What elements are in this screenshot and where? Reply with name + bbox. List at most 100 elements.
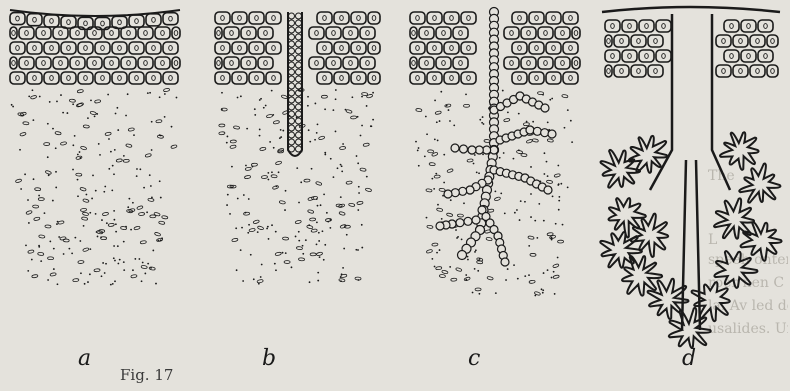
cell-nucleus xyxy=(552,46,556,51)
stroma-dot xyxy=(63,253,65,255)
cell-nucleus xyxy=(93,31,97,36)
stroma-dot xyxy=(357,162,359,164)
stroma-dot xyxy=(130,229,132,231)
cell-nucleus xyxy=(127,61,131,66)
stroma-cell xyxy=(275,161,282,165)
stroma-cell xyxy=(279,200,285,204)
stroma-dot xyxy=(316,198,318,200)
stroma-cell xyxy=(253,220,260,225)
stroma-cell xyxy=(154,212,161,216)
stroma-dot xyxy=(307,105,309,107)
cell-nucleus xyxy=(169,16,173,21)
cell-nucleus xyxy=(561,61,565,66)
cell-nucleus xyxy=(230,31,234,36)
acinar-lobe xyxy=(609,198,646,237)
stroma-dot xyxy=(308,129,310,131)
cell-nucleus xyxy=(739,69,743,74)
stroma-cell xyxy=(83,199,90,203)
stroma-cell xyxy=(349,203,355,207)
stroma-dot xyxy=(418,165,420,167)
duct-cell xyxy=(472,216,480,224)
stroma-dot xyxy=(253,278,255,280)
stroma-cell xyxy=(81,217,87,221)
cell-nucleus xyxy=(467,46,471,51)
stroma-dot xyxy=(289,115,291,117)
panel-label-a: a xyxy=(78,346,91,371)
stroma-dot xyxy=(479,258,481,260)
cell-nucleus xyxy=(433,16,437,21)
cell-nucleus xyxy=(425,61,429,66)
stroma-cell xyxy=(521,153,527,156)
stroma-cell xyxy=(562,94,568,98)
stroma-dot xyxy=(372,119,374,121)
stroma-dot xyxy=(113,210,115,212)
stroma-cell xyxy=(261,175,267,178)
epithelial-cell xyxy=(521,57,536,69)
epithelial-cell xyxy=(410,42,425,54)
stroma-dot xyxy=(113,245,115,247)
stroma-dot xyxy=(465,274,467,276)
stroma-dot xyxy=(72,103,74,105)
epithelial-cell xyxy=(121,57,136,69)
stroma-cell xyxy=(77,102,84,107)
epithelial-cell xyxy=(232,42,247,54)
stroma-dot xyxy=(149,174,151,176)
stroma-dot xyxy=(317,280,319,282)
figure-caption: Fig. 17 xyxy=(120,366,173,384)
stroma-dot xyxy=(110,151,112,153)
stroma-dot xyxy=(237,198,239,200)
stroma-dot xyxy=(125,115,127,117)
stroma-dot xyxy=(323,194,325,196)
stroma-cell xyxy=(26,210,33,215)
duct-cell xyxy=(296,27,302,33)
epithelial-cell xyxy=(36,57,51,69)
epithelial-cell xyxy=(27,14,42,26)
duct-cell xyxy=(289,13,295,19)
acinar-lobe xyxy=(692,282,730,321)
stroma-dot xyxy=(449,120,451,122)
epithelial-cell xyxy=(546,72,561,84)
stroma-dot xyxy=(479,119,481,121)
stroma-dot xyxy=(528,245,530,247)
stroma-cell xyxy=(316,252,323,256)
epithelial-cell xyxy=(78,42,93,54)
cell-nucleus xyxy=(59,31,63,36)
stroma-dot xyxy=(426,133,428,135)
stroma-cell xyxy=(532,138,538,142)
cell-nucleus xyxy=(221,76,225,81)
epithelial-cell xyxy=(410,57,417,69)
epithelial-cell xyxy=(436,27,451,39)
stroma-dot xyxy=(176,97,178,99)
stroma-dot xyxy=(341,273,343,275)
stroma-dot xyxy=(245,165,247,167)
cell-nucleus xyxy=(33,46,37,51)
cell-nucleus xyxy=(255,46,259,51)
stroma-dot xyxy=(114,260,116,262)
epithelial-cell xyxy=(351,72,366,84)
stroma-dot xyxy=(260,276,262,278)
stroma-cell xyxy=(156,238,162,242)
stroma-dot xyxy=(557,165,559,167)
stroma-dot xyxy=(530,166,532,168)
stroma-dot xyxy=(132,269,134,271)
stroma-cell xyxy=(80,146,87,150)
epithelial-cell xyxy=(317,72,332,84)
stroma-dot xyxy=(342,267,344,269)
cell-nucleus xyxy=(535,46,539,51)
epithelial-cell xyxy=(266,72,281,84)
epithelial-cell xyxy=(741,50,756,62)
stroma-dot xyxy=(136,168,138,170)
stroma-cell xyxy=(272,185,279,190)
cell-nucleus xyxy=(467,76,471,81)
stroma-dot xyxy=(96,113,98,115)
stroma-cell xyxy=(39,235,45,239)
stroma-dot xyxy=(307,96,309,98)
cell-nucleus xyxy=(174,61,178,66)
stroma-cell xyxy=(159,221,165,225)
cell-nucleus xyxy=(25,31,29,36)
stroma-dot xyxy=(553,271,555,273)
duct-cell xyxy=(289,27,295,33)
epithelial-cell xyxy=(266,42,281,54)
epithelial-cell xyxy=(146,72,161,84)
stroma-cell xyxy=(260,147,266,151)
